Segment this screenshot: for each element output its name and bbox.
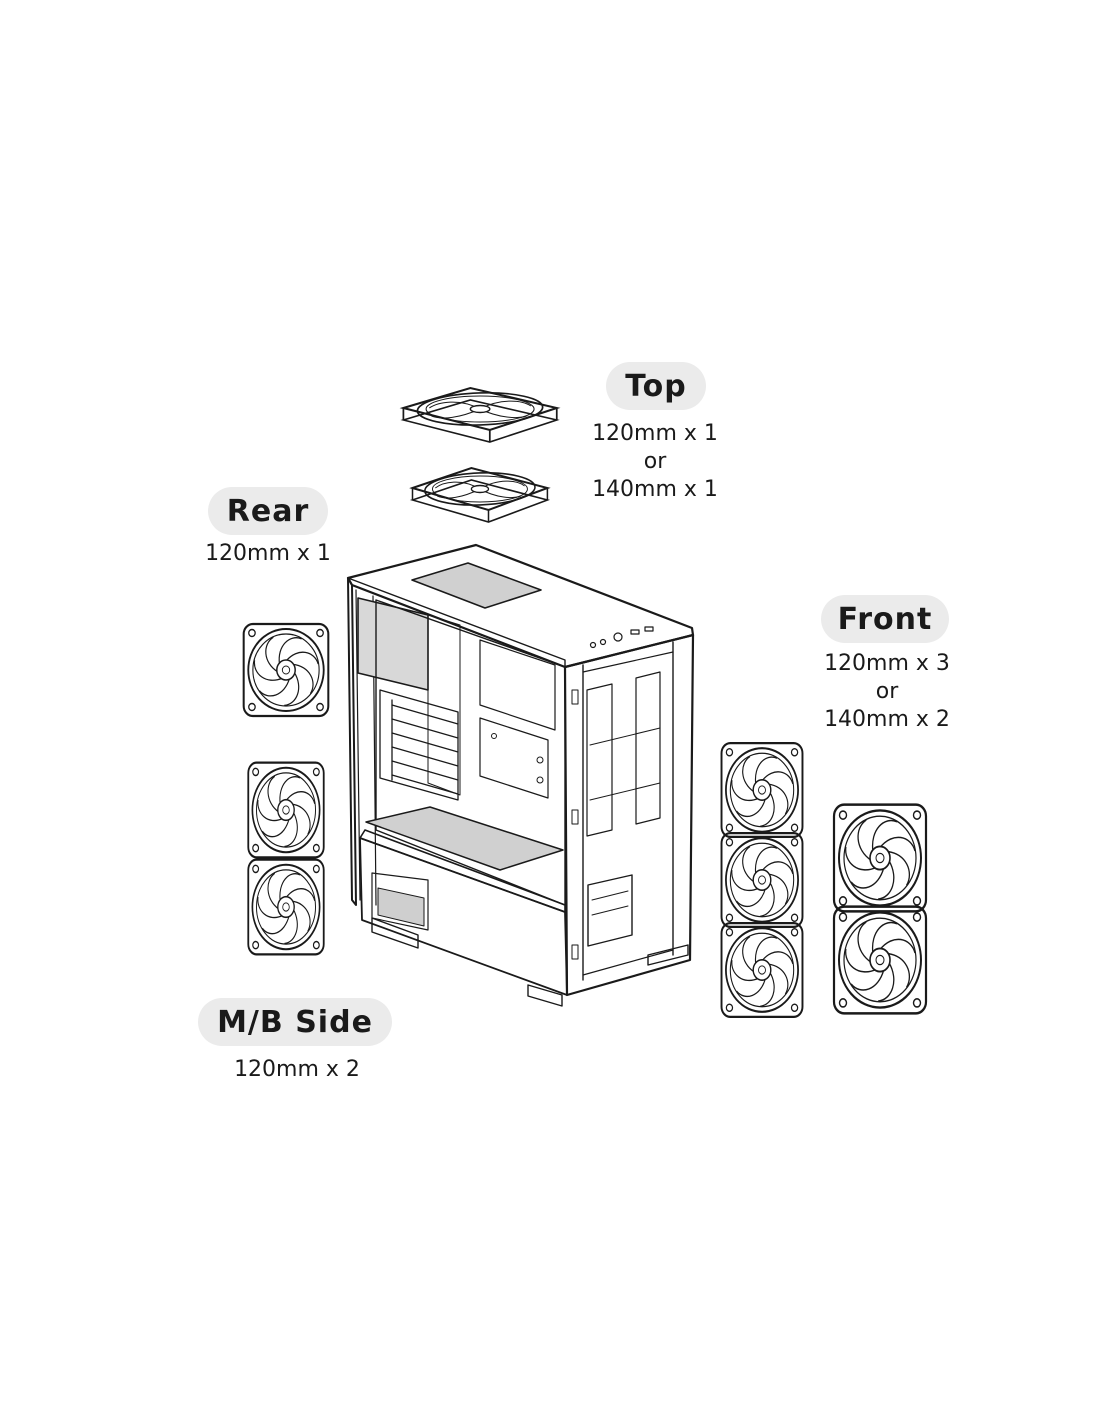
mb-side-fan-1 bbox=[247, 761, 325, 859]
mb-side-spec-line-1: 120mm x 2 bbox=[234, 1057, 360, 1082]
rear-spec-line-1: 120mm x 1 bbox=[205, 541, 331, 566]
pc-case-icon bbox=[346, 543, 695, 1007]
top-spec-line-1: 120mm x 1 bbox=[592, 421, 718, 446]
top-spec-line-2: or bbox=[643, 449, 667, 474]
mb-side-label: M/B Side bbox=[198, 998, 392, 1046]
front-spec-line-3: 140mm x 2 bbox=[824, 707, 950, 732]
rear-label: Rear bbox=[208, 487, 328, 535]
front-fan-120-2 bbox=[720, 831, 804, 929]
front-label: Front bbox=[821, 595, 949, 643]
top-spec: 120mm x 1 or 140mm x 1 bbox=[560, 420, 750, 504]
front-spec-line-1: 120mm x 3 bbox=[824, 651, 950, 676]
top-label: Top bbox=[606, 362, 706, 410]
mb-side-fan-2 bbox=[247, 858, 325, 956]
rear-spec: 120mm x 1 bbox=[173, 540, 363, 568]
top-spec-line-3: 140mm x 1 bbox=[592, 477, 718, 502]
front-fan-140-2 bbox=[832, 905, 928, 1015]
rear-fan bbox=[242, 622, 330, 718]
front-spec: 120mm x 3 or 140mm x 2 bbox=[792, 650, 982, 734]
front-fan-120-1 bbox=[720, 741, 804, 839]
top-fan-120 bbox=[411, 467, 549, 523]
front-fan-140-1 bbox=[832, 803, 928, 913]
front-spec-line-2: or bbox=[875, 679, 899, 704]
top-fan-140 bbox=[402, 386, 558, 444]
mb-side-spec: 120mm x 2 bbox=[202, 1056, 392, 1084]
front-fan-120-3 bbox=[720, 921, 804, 1019]
